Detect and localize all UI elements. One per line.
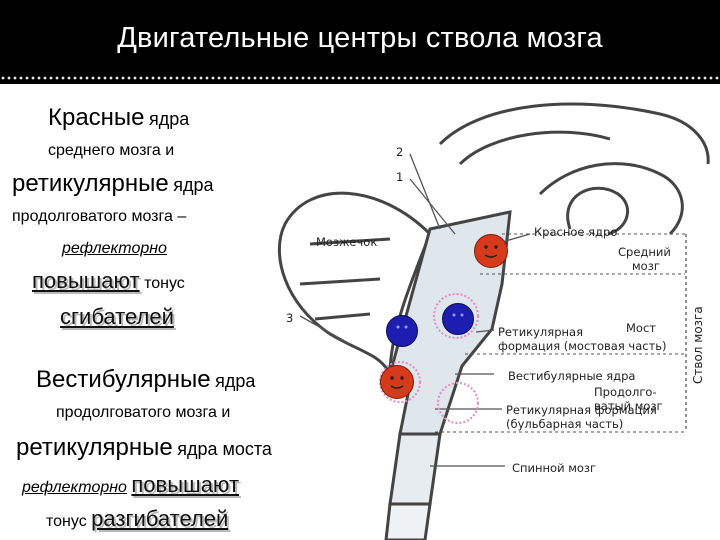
halos [379, 293, 479, 424]
block2-line1: Вестибулярные ядра [36, 366, 255, 394]
block1-flexors: сгибателей [60, 304, 174, 329]
block1-line6: повышают тонус [32, 268, 185, 294]
block1-line3: ретикулярные ядра [12, 170, 213, 198]
marker-3: 3 [286, 311, 293, 325]
marker-1: 1 [396, 170, 403, 184]
brainstem-diagram: 2 1 3 Мозжечок Красное ядро Средний мозг… [277, 102, 710, 540]
block1-reflex: рефлекторно [62, 240, 167, 257]
dotted-border [0, 74, 720, 82]
label-ret-bulb-2: (бульбарная часть) [506, 417, 623, 431]
block1-red-nuclei: Красные [48, 104, 145, 131]
title-bar: Двигательные центры ствола мозга [0, 0, 720, 84]
label-ret-bulb-1: Ретикулярная формация [506, 403, 657, 417]
block1-increase: повышают [32, 268, 140, 293]
vestibular-nucleus-marker [380, 365, 414, 399]
label-medulla-1: Продолго- [594, 385, 657, 399]
block1-line1: Красные ядра [48, 104, 189, 132]
marker-2: 2 [396, 145, 403, 159]
block1-line2: среднего мозга и [48, 142, 175, 159]
face-icon [390, 376, 404, 389]
label-medulla-2: ватый мозг [594, 399, 663, 413]
block1-reticular: ретикулярные [12, 170, 169, 197]
block2-reflex: рефлекторно [22, 479, 127, 496]
red-nucleus-marker [474, 234, 508, 268]
block1-nuclei-word-2: ядра [173, 175, 214, 195]
label-ret-pons-2: формация (мостовая часть) [498, 339, 667, 353]
face-icon [484, 245, 498, 258]
pointer-lines [299, 153, 531, 467]
label-midbrain-2: мозг [632, 259, 660, 273]
block2-reticular: ретикулярные [16, 434, 173, 461]
label-midbrain-1: Средний [618, 245, 671, 259]
block2-extensors: разгибателей [91, 506, 229, 531]
block2-vestibular: Вестибулярные [36, 366, 211, 393]
pontine-reticular-marker [442, 303, 474, 335]
slide-title: Двигательные центры ствола мозга [117, 22, 603, 54]
label-pons: Мост [626, 321, 656, 335]
block2-increase: повышают [131, 472, 240, 497]
block1-line4: продолговатого мозга – [12, 208, 187, 225]
face-icon [396, 325, 408, 329]
face-icon [452, 313, 464, 317]
block2-line4: рефлекторно повышают [22, 472, 239, 498]
block2-nuclei-word: ядра [215, 371, 256, 391]
label-brainstem: Ствол мозга [691, 306, 705, 384]
label-cerebellum: Мозжечок [316, 235, 377, 249]
label-ret-pons-1: Ретикулярная [498, 325, 583, 339]
block1-tone: тонус [144, 275, 185, 292]
block2-line5: тонус разгибателей [46, 506, 228, 532]
block2-pons-nuclei: ядра моста [177, 439, 272, 459]
bulbar-reticular-marker [386, 315, 418, 347]
block1-nuclei-word: ядра [148, 109, 190, 129]
block2-tone: тонус [46, 513, 87, 530]
level-lines [435, 233, 685, 433]
block2-line3: ретикулярные ядра моста [16, 434, 272, 462]
label-red-nucleus: Красное ядро [534, 225, 617, 239]
label-spinal-cord: Спинной мозг [512, 461, 596, 475]
midbrain-curl [566, 186, 629, 236]
block2-line2: продолговатого мозга и [56, 404, 231, 421]
label-vestibular: Вестибулярные ядра [508, 369, 635, 383]
cerebrum-outline [438, 102, 710, 236]
